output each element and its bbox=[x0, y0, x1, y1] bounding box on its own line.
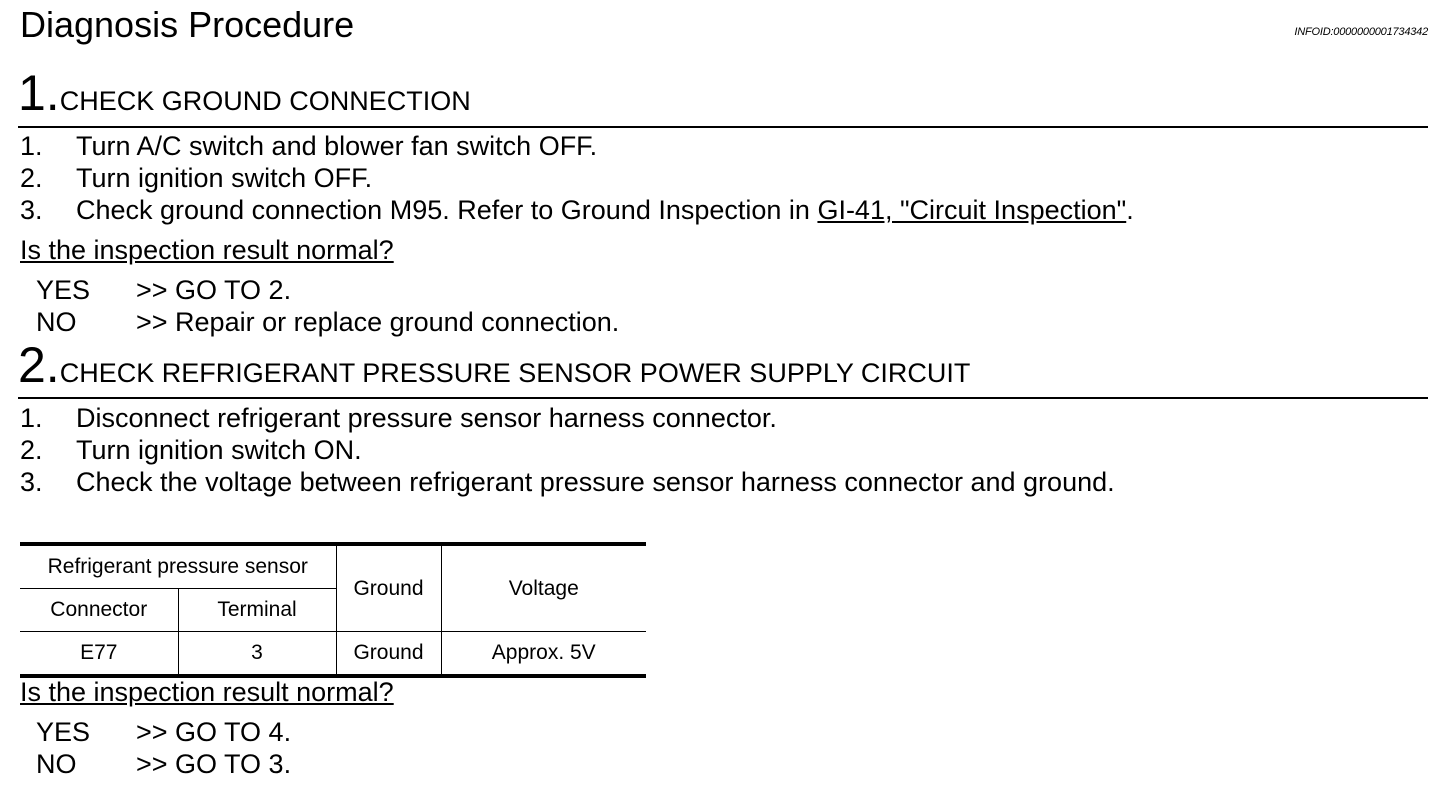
answer-value: >> GO TO 3. bbox=[136, 749, 292, 779]
item-text: Disconnect refrigerant pressure sensor h… bbox=[76, 403, 777, 433]
item-text: Turn A/C switch and blower fan switch OF… bbox=[76, 131, 598, 161]
table-header-connector: Connector bbox=[20, 588, 179, 632]
item-text: Check ground connection M95. Refer to Gr… bbox=[76, 195, 1134, 226]
item-text: Turn ignition switch ON. bbox=[76, 435, 362, 465]
step-2-title: CHECK REFRIGERANT PRESSURE SENSOR POWER … bbox=[59, 358, 971, 388]
item-text-before: Check ground connection M95. Refer to Gr… bbox=[76, 195, 818, 225]
item-number: 1. bbox=[20, 131, 43, 161]
step-2-question: Is the inspection result normal? bbox=[20, 677, 394, 707]
item-text-after: . bbox=[1126, 195, 1134, 225]
table-subheader-row: Connector Terminal bbox=[20, 588, 646, 632]
item-text: Turn ignition switch OFF. bbox=[76, 163, 373, 193]
step-1-heading: 1.CHECK GROUND CONNECTION bbox=[18, 64, 471, 122]
item-number: 1. bbox=[20, 403, 43, 433]
answer-value: >> Repair or replace ground connection. bbox=[136, 307, 620, 337]
table-row: E77 3 Ground Approx. 5V bbox=[20, 631, 646, 678]
step-1-number: 1. bbox=[18, 65, 60, 121]
step-2-divider bbox=[18, 397, 1428, 399]
table-header-voltage: Voltage bbox=[440, 542, 646, 632]
table-group-header: Refrigerant pressure sensor bbox=[20, 542, 337, 589]
answer-key: NO bbox=[36, 749, 77, 779]
item-text: Check the voltage between refrigerant pr… bbox=[76, 467, 1115, 497]
answer-key: NO bbox=[36, 307, 77, 337]
table-header-row: Refrigerant pressure sensor Ground Volta… bbox=[20, 542, 646, 632]
table-cell-connector: E77 bbox=[20, 631, 179, 678]
answer-value: >> GO TO 4. bbox=[136, 717, 292, 747]
step-1-title: CHECK GROUND CONNECTION bbox=[59, 86, 471, 116]
item-number: 2. bbox=[20, 435, 43, 465]
step-2-number: 2. bbox=[18, 337, 60, 393]
info-id: INFOID:0000000001734342 bbox=[1294, 26, 1428, 38]
table-cell-ground: Ground bbox=[335, 631, 442, 678]
circuit-inspection-link[interactable]: GI-41, "Circuit Inspection" bbox=[817, 195, 1127, 225]
voltage-spec-table: Refrigerant pressure sensor Ground Volta… bbox=[20, 542, 646, 678]
page-title: Diagnosis Procedure bbox=[20, 4, 355, 45]
answer-key: YES bbox=[36, 717, 91, 747]
step-2-heading: 2.CHECK REFRIGERANT PRESSURE SENSOR POWE… bbox=[18, 336, 970, 394]
step-1-question: Is the inspection result normal? bbox=[20, 235, 394, 265]
table-header-terminal: Terminal bbox=[177, 588, 336, 632]
answer-value: >> GO TO 2. bbox=[136, 275, 292, 305]
item-number: 3. bbox=[20, 195, 43, 225]
step-1-divider bbox=[18, 126, 1428, 128]
table-cell-voltage: Approx. 5V bbox=[440, 631, 646, 678]
table-cell-terminal: 3 bbox=[177, 631, 337, 678]
item-number: 2. bbox=[20, 163, 43, 193]
item-number: 3. bbox=[20, 467, 43, 497]
table-header-ground: Ground bbox=[335, 542, 442, 632]
answer-key: YES bbox=[36, 275, 91, 305]
